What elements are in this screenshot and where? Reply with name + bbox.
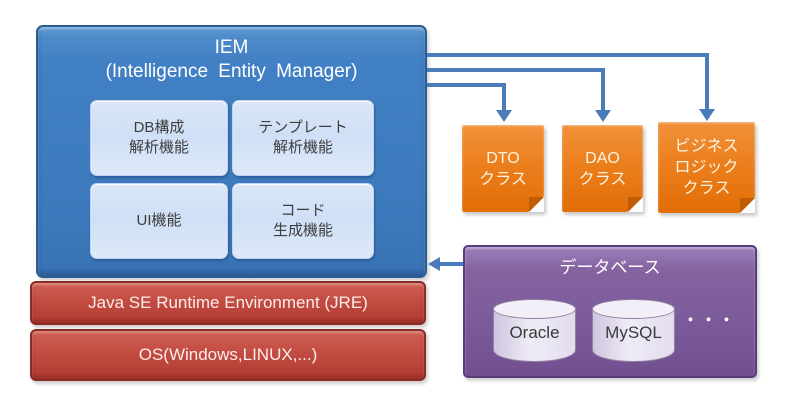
cylinder-top: [493, 299, 576, 319]
arrow-head-down-icon: [496, 110, 512, 122]
arrow-iem-to-dto-horizontal: [427, 83, 506, 87]
iem-box: IEM (Intelligence Entity Manager) DB構成 解…: [36, 25, 427, 278]
cylinder-top: [592, 299, 675, 319]
arrow-iem-to-business-logic-vertical: [705, 53, 709, 110]
module-box-db-analysis: DB構成 解析機能: [90, 100, 228, 176]
note-label: DTO: [486, 149, 520, 167]
note-label: クラス: [578, 170, 627, 188]
module-box-code-generation: コード 生成機能: [232, 183, 374, 259]
note-dao-class: DAO クラス: [562, 125, 643, 212]
module-label: テンプレート: [258, 119, 348, 136]
note-label: DAO: [585, 149, 620, 167]
arrow-database-to-iem-shaft: [440, 262, 463, 266]
note-label: ロジック: [674, 159, 739, 176]
module-box-ui: UI機能: [90, 183, 228, 259]
mysql-label: MySQL: [605, 323, 662, 342]
module-label: 解析機能: [128, 139, 189, 156]
mysql-database-cylinder-icon: MySQL: [592, 299, 675, 362]
arrow-iem-to-dao-vertical: [601, 68, 605, 111]
oracle-label: Oracle: [509, 323, 560, 342]
module-label: 生成機能: [272, 222, 333, 239]
arrow-head-down-icon: [699, 109, 715, 121]
note-business-logic-class: ビジネス ロジック クラス: [658, 122, 755, 213]
os-layer-label: OS(Windows,LINUX,...): [138, 345, 318, 364]
arrow-head-left-icon: [428, 257, 440, 271]
jre-layer-bar: Java SE Runtime Environment (JRE): [30, 281, 426, 325]
module-label: DB構成: [133, 119, 185, 136]
iem-title-line2: (Intelligence Entity Manager): [105, 61, 358, 82]
module-box-template-analysis: テンプレート 解析機能: [232, 100, 374, 176]
module-label: UI機能: [136, 212, 182, 229]
iem-title-line1: IEM: [214, 37, 249, 58]
module-label: コード: [280, 202, 326, 219]
note-label: ビジネス: [674, 138, 739, 155]
iem-title: IEM (Intelligence Entity Manager): [38, 36, 425, 84]
oracle-database-cylinder-icon: Oracle: [493, 299, 576, 362]
more-databases-ellipsis: ・・・: [683, 312, 738, 329]
module-label: 解析機能: [272, 139, 333, 156]
note-label: クラス: [682, 180, 731, 197]
note-label: クラス: [479, 170, 527, 188]
os-layer-bar: OS(Windows,LINUX,...): [30, 329, 426, 381]
note-dto-class: DTO クラス: [462, 125, 544, 212]
database-title: データベース: [559, 258, 661, 277]
jre-layer-label: Java SE Runtime Environment (JRE): [88, 293, 368, 312]
arrow-iem-to-dao-horizontal: [427, 68, 605, 72]
arrow-head-down-icon: [595, 110, 611, 122]
database-box: データベース Oracle MySQL ・・・: [463, 245, 757, 378]
arrow-iem-to-dto-vertical: [502, 83, 506, 111]
arrow-iem-to-business-logic-horizontal: [427, 53, 709, 57]
